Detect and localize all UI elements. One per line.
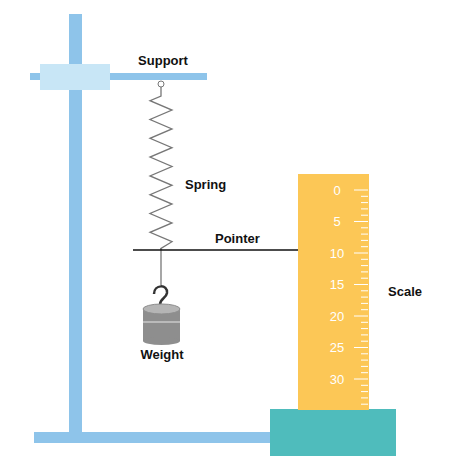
scale-tick: [361, 303, 368, 304]
scale-tick: [361, 290, 368, 291]
weight-top: [143, 304, 180, 314]
part-label: Support: [138, 54, 188, 67]
scale-tick: [354, 347, 368, 348]
scale-tick: [354, 253, 368, 254]
scale-tick: [361, 385, 368, 386]
part-label: Scale: [388, 285, 422, 298]
support-clamp: [40, 64, 110, 90]
scale-tick: [361, 334, 368, 335]
scale-tick: [361, 404, 368, 405]
scale-tick: [361, 208, 368, 209]
scale-tick: [361, 397, 368, 398]
scale-tick: [361, 328, 368, 329]
scale-tick: [354, 190, 368, 191]
scale-tick: [361, 202, 368, 203]
scale-ruler: [298, 174, 369, 410]
scale-tick: [361, 353, 368, 354]
scale-number: 20: [330, 310, 344, 323]
scale-tick: [361, 196, 368, 197]
scale-tick: [361, 309, 368, 310]
scale-tick: [354, 221, 368, 222]
scale-tick: [361, 271, 368, 272]
scale-tick: [354, 379, 368, 380]
scale-ticks: [354, 190, 368, 404]
spring-eye: [158, 81, 164, 87]
hook: [154, 286, 167, 305]
weight-bottom: [143, 337, 180, 345]
weight-band: [143, 321, 180, 323]
scale-tick: [354, 284, 368, 285]
scale-tick: [354, 316, 368, 317]
scale-tick: [361, 372, 368, 373]
scale-tick: [361, 278, 368, 279]
scale-number: 30: [330, 373, 344, 386]
part-label: Spring: [185, 178, 226, 191]
part-label: Pointer: [215, 232, 260, 245]
scale-number: 5: [333, 215, 340, 228]
scale-number: 0: [333, 184, 340, 197]
pointer-line: [133, 249, 312, 251]
scale-tick: [361, 366, 368, 367]
scale-tick: [361, 259, 368, 260]
spring-coil: [150, 87, 172, 250]
scale-tick: [361, 391, 368, 392]
part-label: Weight: [140, 348, 183, 361]
scale-number: 10: [330, 247, 344, 260]
hook-wire: [160, 248, 161, 285]
scale-tick: [361, 227, 368, 228]
stand-base: [34, 432, 304, 443]
scale-tick: [361, 360, 368, 361]
scale-tick: [361, 265, 368, 266]
scale-tick: [361, 322, 368, 323]
scale-tick: [361, 246, 368, 247]
scale-tick: [361, 234, 368, 235]
scale-number: 25: [330, 341, 344, 354]
scale-base: [270, 409, 396, 456]
scale-tick: [361, 297, 368, 298]
scale-tick: [361, 240, 368, 241]
scale-number: 15: [330, 278, 344, 291]
scale-tick: [361, 215, 368, 216]
scale-tick: [361, 341, 368, 342]
